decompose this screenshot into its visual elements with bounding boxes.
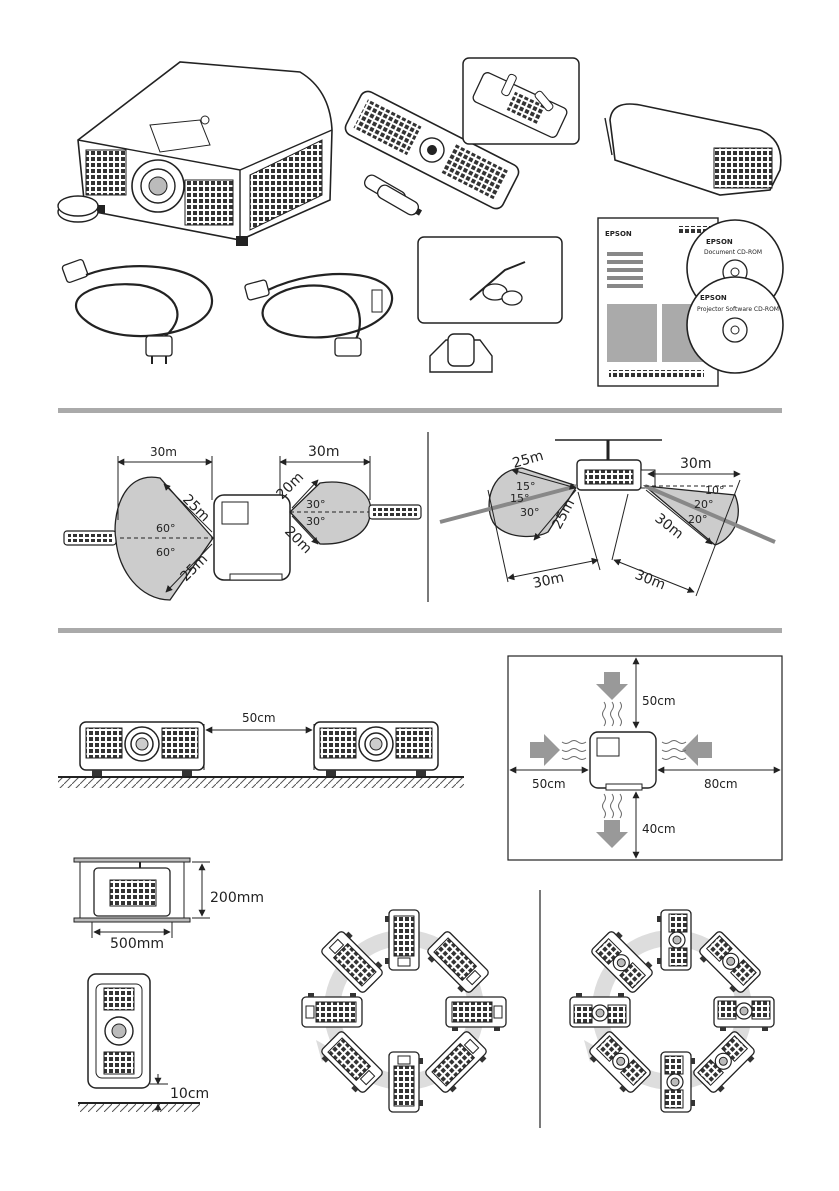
enclosure-height-label: 200mm <box>210 890 264 906</box>
floor-gap-label: 10cm <box>170 1086 209 1102</box>
rear-angle-bottom-label: 30° <box>306 515 326 528</box>
enclosure-width-label: 500mm <box>110 936 164 952</box>
projector-illustration <box>78 62 332 246</box>
spacing-label: 50cm <box>242 711 276 725</box>
battery-insert-inset <box>463 58 579 144</box>
lens-cap-illustration <box>58 196 98 222</box>
document-cd-label: Document CD-ROM <box>704 249 762 256</box>
software-cd-brand: EPSON <box>700 294 727 302</box>
clearance-bottom-label: 40cm <box>642 822 676 836</box>
remote-range-diagram: 30m 30m 25m 25m 20m 20m 60° 60° 30° 30° <box>64 432 428 602</box>
enclosure-diagram: 200mm 500mm <box>74 858 264 952</box>
cable-cover-illustration <box>605 104 781 195</box>
clearance-diagram: 50cm 50cm 80cm 40cm <box>508 656 782 860</box>
wireless-cover-illustration <box>430 334 492 372</box>
power-cord-illustration <box>62 259 212 364</box>
clearance-left-label: 50cm <box>532 777 566 791</box>
orientation-wheel-left <box>302 910 506 1112</box>
software-cd-illustration: EPSON Projector Software CD-ROM <box>687 277 783 373</box>
ceiling-angle-10: 10° <box>705 484 725 497</box>
ceiling-angle-30: 30° <box>520 506 540 519</box>
guide-brand: EPSON <box>605 230 632 238</box>
clearance-top-label: 50cm <box>642 694 676 708</box>
accessories-section: EPSON EPSON Document CD-ROM EPSON Projec… <box>58 58 783 386</box>
ceiling-bottom-left-label: 30m <box>532 570 566 592</box>
ceiling-angle-20b: 20° <box>688 513 708 526</box>
ceiling-bottom-right-label: 30m <box>633 567 668 594</box>
section-divider <box>58 408 782 413</box>
orientation-wheel-right <box>570 910 774 1112</box>
ceiling-top-left-label: 25m <box>511 448 546 472</box>
rear-angle-top-label: 30° <box>306 498 326 511</box>
ceiling-angle-20a: 20° <box>694 498 714 511</box>
ceiling-angle-15b: 15° <box>510 492 530 505</box>
document-cd-brand: EPSON <box>706 238 733 246</box>
vertical-mount-diagram: 10cm <box>78 974 209 1112</box>
rear-distance-label: 30m <box>308 444 339 460</box>
ceiling-top-right-label: 30m <box>680 456 711 472</box>
batteries-illustration <box>362 173 424 219</box>
cable-holder-inset <box>418 237 562 323</box>
front-distance-label: 30m <box>150 445 177 459</box>
projector-spacing-diagram: 50cm <box>58 711 464 788</box>
ceiling-range-diagram: 25m 30m 25m 30m 30m 30m 15° 15° 30° 10° … <box>440 440 775 596</box>
front-angle-bottom-label: 60° <box>156 546 176 559</box>
computer-cable-illustration <box>244 274 392 356</box>
front-angle-top-label: 60° <box>156 522 176 535</box>
software-cd-label: Projector Software CD-ROM <box>697 306 779 313</box>
section-divider <box>58 628 782 633</box>
clearance-right-label: 80cm <box>704 777 738 791</box>
